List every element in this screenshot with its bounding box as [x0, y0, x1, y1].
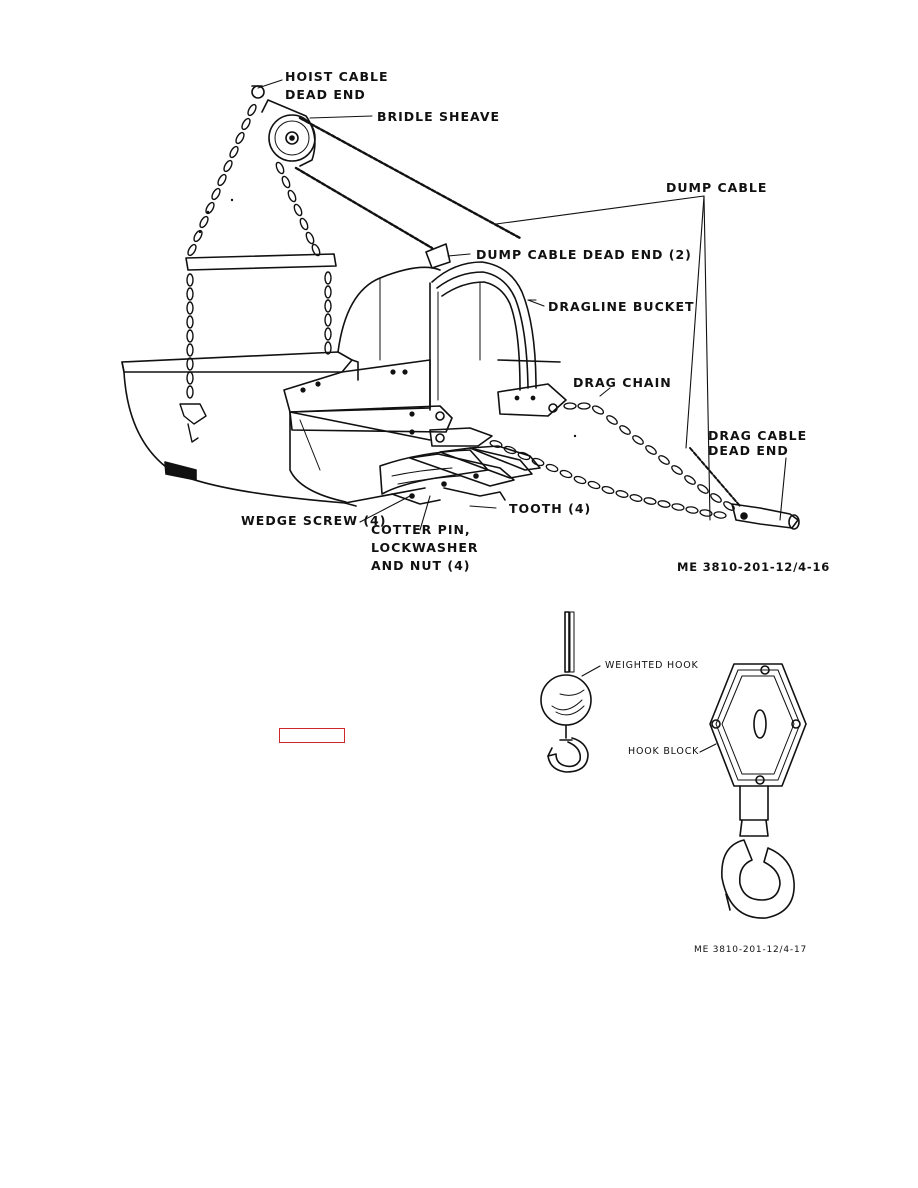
label-cotter-pin-line3: AND NUT (4): [371, 558, 471, 573]
weighted-hook-drawing: [540, 611, 592, 773]
bucket-side-plate: [283, 359, 431, 503]
highlight-box: [279, 728, 345, 743]
label-hook-block: HOOK BLOCK: [628, 746, 700, 757]
bridle-sheave-drawing: [251, 85, 316, 167]
figure-id-bottom: ME 3810-201-12/4-17: [694, 945, 808, 955]
label-cotter-pin-line2: LOCKWASHER: [371, 540, 479, 555]
bucket-arch: [300, 261, 561, 411]
figure-id-top: ME 3810-201-12/4-16: [677, 560, 831, 574]
hook-block-drawing: [709, 663, 807, 919]
spreader-bar: [185, 253, 337, 271]
label-bridle-sheave: BRIDLE SHEAVE: [377, 109, 501, 124]
bucket-teeth: [379, 445, 541, 505]
drag-cable-dead-end-drawing: [689, 447, 800, 530]
label-hoist-cable-line2: DEAD END: [285, 87, 366, 102]
label-tooth: TOOTH (4): [509, 501, 592, 516]
leader-lines: [257, 79, 787, 531]
hoist-chain-right: [275, 161, 321, 257]
drag-chain-drawing: [489, 402, 735, 519]
label-dump-cable-dead-end: DUMP CABLE DEAD END (2): [476, 247, 692, 262]
drag-hitch-plates: [289, 383, 567, 447]
label-hoist-cable-line1: HOIST CABLE: [285, 69, 389, 84]
scatter-marks: [198, 198, 577, 438]
label-weighted-hook: WEIGHTED HOOK: [605, 660, 699, 671]
label-wedge-screw: WEDGE SCREW (4): [241, 513, 387, 528]
label-drag-chain: DRAG CHAIN: [573, 375, 672, 390]
leader-lines-bottom: [581, 665, 717, 753]
label-cotter-pin-line1: COTTER PIN,: [371, 522, 471, 537]
label-drag-cable-line1: DRAG CABLE: [708, 428, 808, 443]
dragline-bucket-illustration: [121, 79, 800, 531]
label-drag-cable-line2: DEAD END: [708, 443, 789, 458]
label-dragline-bucket: DRAGLINE BUCKET: [548, 299, 695, 314]
dump-cable-drawing: [294, 116, 522, 269]
hoist-chain-left: [187, 103, 257, 257]
label-dump-cable: DUMP CABLE: [666, 180, 768, 195]
lift-chain-left: [179, 273, 207, 443]
lift-chain-right: [324, 271, 332, 355]
bucket-body: [121, 351, 426, 507]
